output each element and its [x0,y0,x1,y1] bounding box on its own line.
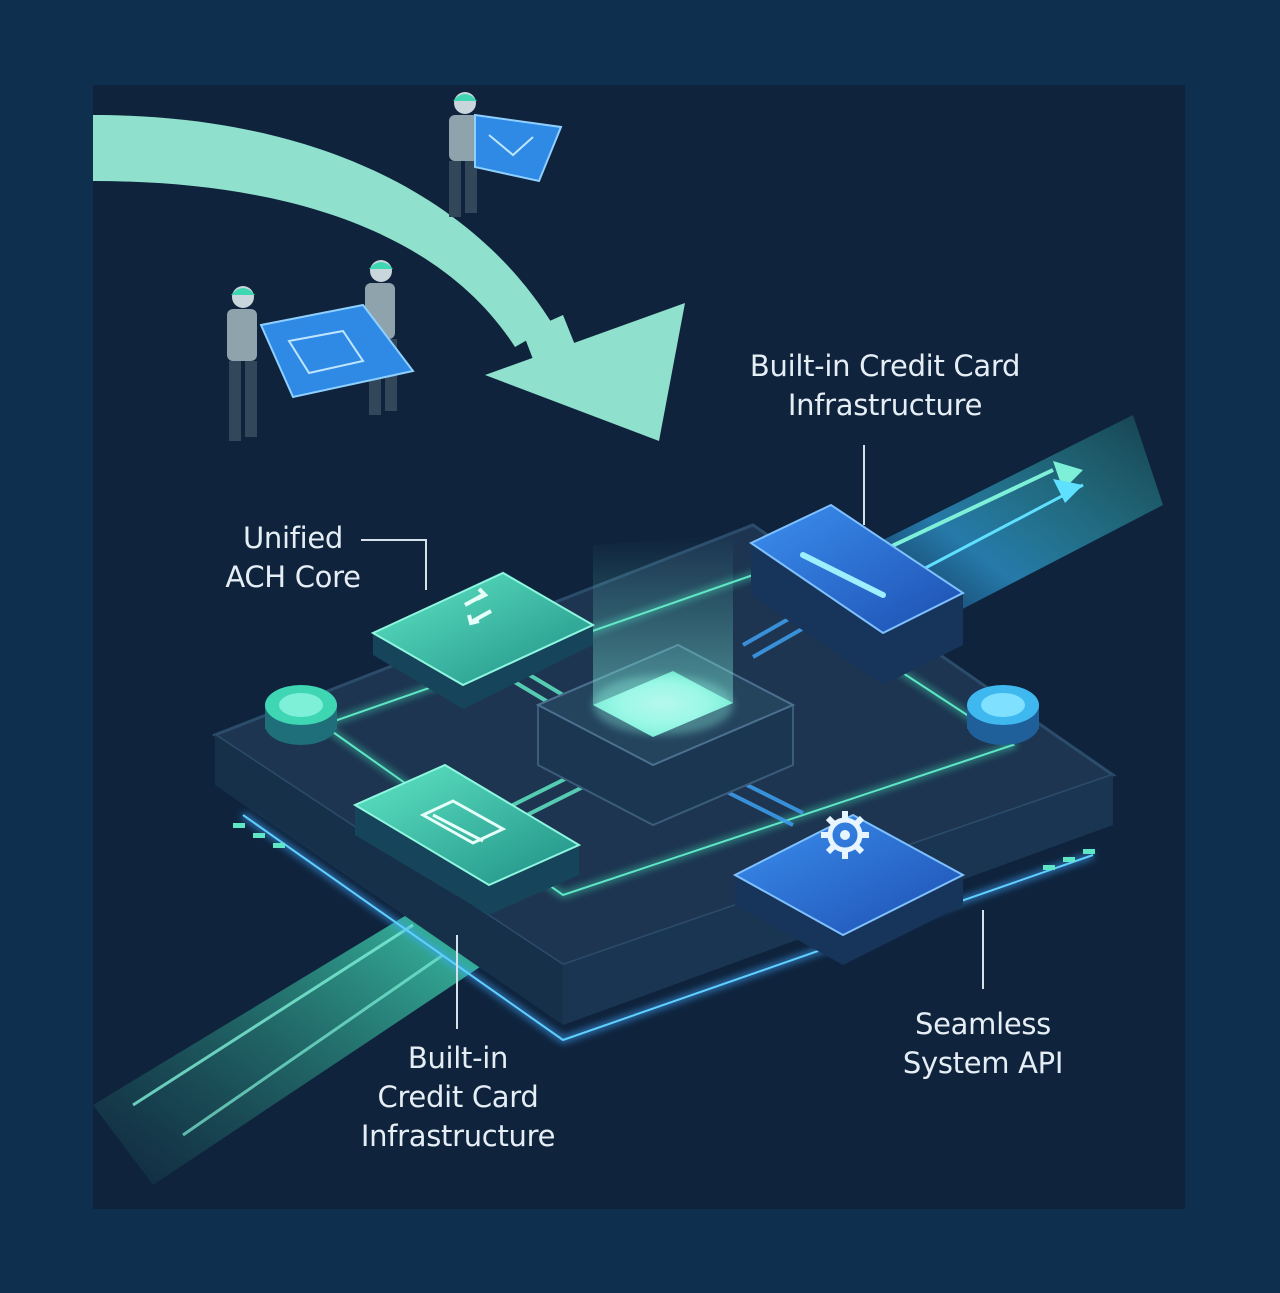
diagram-canvas: Built-in Credit Card Infrastructure Unif… [93,85,1185,1209]
engineers-reviewing-plans [227,260,415,441]
label-line: Seamless [915,1007,1051,1041]
label-credit-card-infrastructure-bottom: Built-in Credit Card Infrastructure [343,1039,573,1156]
credit-card-module-bottom [352,763,582,915]
label-line: Credit Card [377,1080,539,1114]
engineer-with-blueprint [449,92,563,217]
central-processor [535,535,796,827]
isometric-platform-illustration [93,92,1163,1185]
incoming-data-stream [93,905,483,1185]
curved-flow-arrow [93,115,685,441]
label-line: Infrastructure [787,388,983,422]
label-seamless-system-api: Seamless System API [873,1005,1093,1083]
label-credit-card-infrastructure-top: Built-in Credit Card Infrastructure [705,347,1065,425]
left-node [265,685,337,745]
callout-leader-lines [361,445,984,1029]
credit-card-module-top [748,503,965,685]
label-line: ACH Core [225,560,361,594]
label-line: Infrastructure [360,1119,556,1153]
transfer-arrows-icon [464,587,492,626]
label-unified-ach-core: Unified ACH Core [203,519,383,597]
gear-icon [821,811,869,859]
label-line: Unified [242,521,344,555]
label-line: Built-in [407,1041,509,1075]
right-node [967,685,1039,745]
credit-card-icon [419,799,507,845]
label-line: Built-in Credit Card [749,349,1021,383]
label-line: System API [902,1046,1064,1080]
api-module [732,811,966,965]
